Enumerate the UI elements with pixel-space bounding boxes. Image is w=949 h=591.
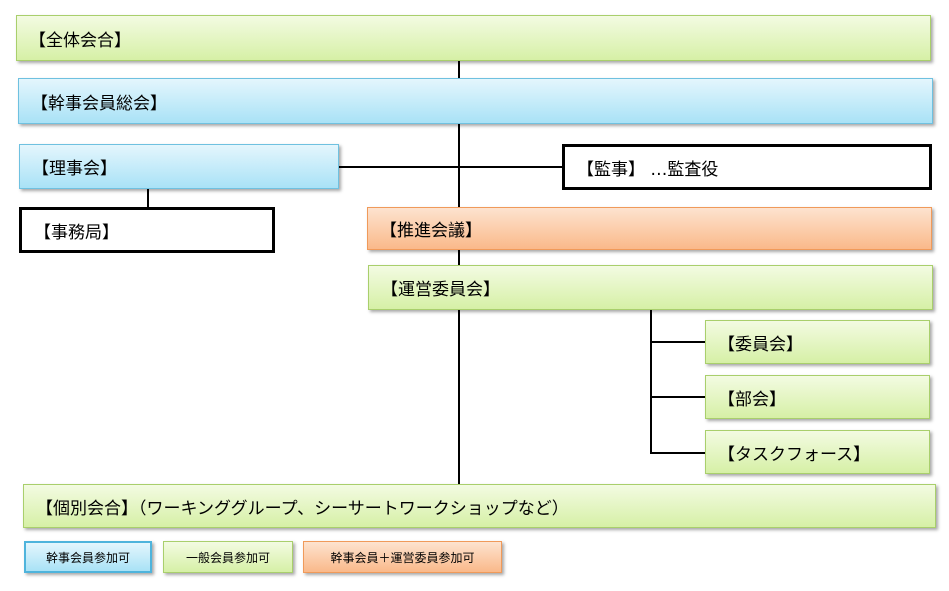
branch-committee-connector [650, 341, 705, 343]
board-secretariat-connector [147, 189, 149, 207]
steering-branch-vertical [650, 310, 652, 453]
legend-general-members: 一般会員参加可 [163, 541, 293, 573]
branch-taskforce-connector [650, 452, 705, 454]
node-auditor: 【監事】 …監査役 [562, 144, 932, 190]
branch-subcommittee-connector [650, 396, 705, 398]
node-general-meeting: 【全体会合】 [16, 15, 931, 61]
legend-board-and-steering: 幹事会員＋運営委員参加可 [303, 541, 502, 573]
node-steering-committee: 【運営委員会】 [368, 265, 933, 310]
node-committee: 【委員会】 [705, 320, 930, 364]
node-individual-meeting: 【個別会合】（ワーキンググループ、シーサートワークショップなど） [23, 484, 936, 528]
node-task-force: 【タスクフォース】 [705, 430, 930, 474]
legend-board-members: 幹事会員参加可 [24, 541, 152, 573]
node-secretariat: 【事務局】 [19, 207, 275, 253]
node-board-members-general: 【幹事会員総会】 [18, 78, 933, 124]
node-board-of-directors: 【理事会】 [19, 144, 339, 189]
node-subcommittee: 【部会】 [705, 375, 930, 419]
node-promotion-council: 【推進会議】 [367, 207, 932, 250]
board-auditor-connector [339, 166, 562, 168]
